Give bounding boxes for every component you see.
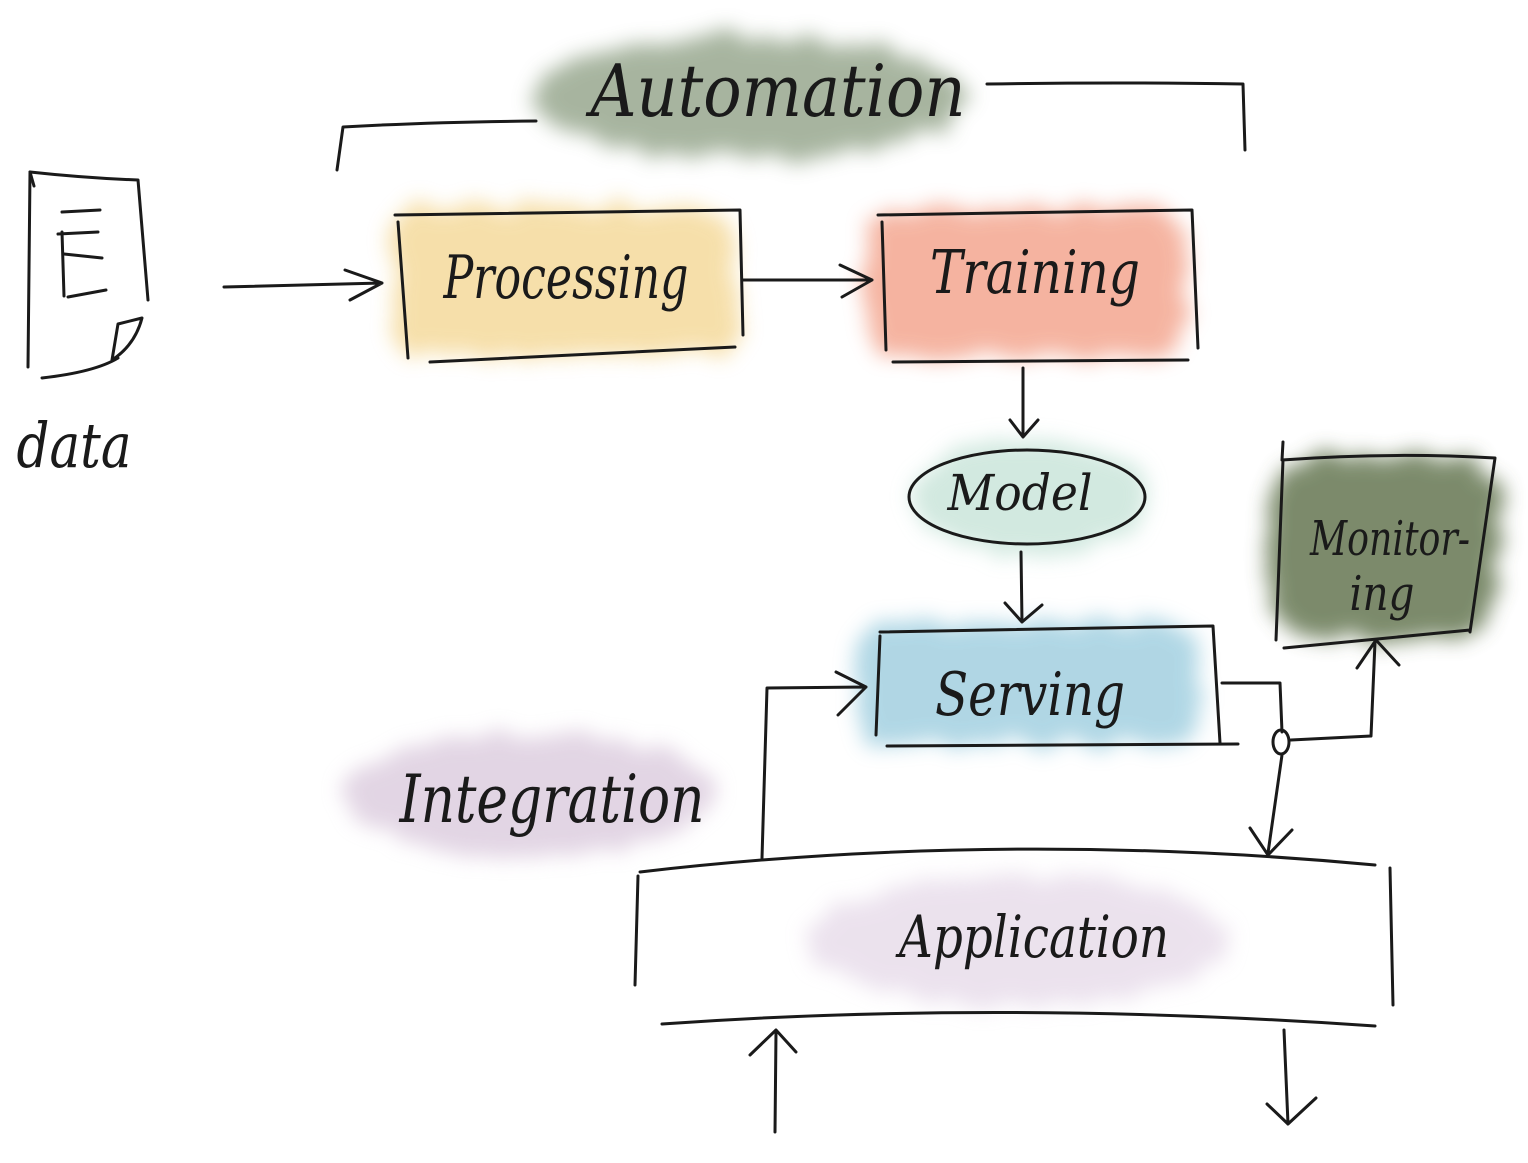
arrow-model-to-serving (1003, 550, 1044, 624)
monitoring-label-line1: Monitor- (1309, 511, 1470, 567)
serving-box (874, 624, 1240, 748)
watercolor-washes (345, 35, 1498, 1005)
training-wash (865, 208, 1185, 356)
automation-bracket-left (335, 119, 538, 172)
document-icon (26, 170, 150, 380)
training-box (876, 208, 1200, 364)
arrow-application-to-serving (760, 670, 868, 860)
serving-label: Serving (935, 660, 1125, 730)
arrow-processing-to-training (741, 263, 874, 299)
application-box (633, 847, 1395, 1028)
ink-strokes (26, 81, 1497, 1134)
arrow-serving-to-application (1220, 681, 1294, 857)
arrow-serving-to-monitoring (1289, 638, 1401, 742)
monitoring-wash (1268, 456, 1498, 636)
arrow-input-to-application (748, 1028, 798, 1134)
integration-wash (345, 733, 715, 857)
application-wash (808, 875, 1228, 1005)
processing-label: Processing (443, 243, 689, 313)
labels: Automation data Processing Training Mode… (17, 49, 1471, 971)
processing-wash (392, 206, 737, 356)
arrow-application-output (1265, 1028, 1318, 1126)
model-wash (912, 439, 1148, 555)
branch-node (1271, 728, 1291, 756)
integration-label: Integration (399, 761, 705, 838)
serving-wash (858, 622, 1198, 744)
arrow-data-to-processing (222, 268, 384, 302)
data-label: data (17, 409, 132, 482)
processing-box (393, 208, 745, 364)
model-label: Model (947, 464, 1093, 522)
model-ellipse (907, 448, 1147, 546)
arrow-training-to-model (1008, 366, 1040, 439)
automation-bracket-right (985, 81, 1247, 152)
automation-label: Automation (585, 49, 965, 133)
application-label: Application (895, 903, 1169, 971)
monitoring-label-line2: ing (1350, 566, 1415, 622)
automation-wash (533, 35, 963, 159)
training-label: Training (930, 238, 1140, 308)
